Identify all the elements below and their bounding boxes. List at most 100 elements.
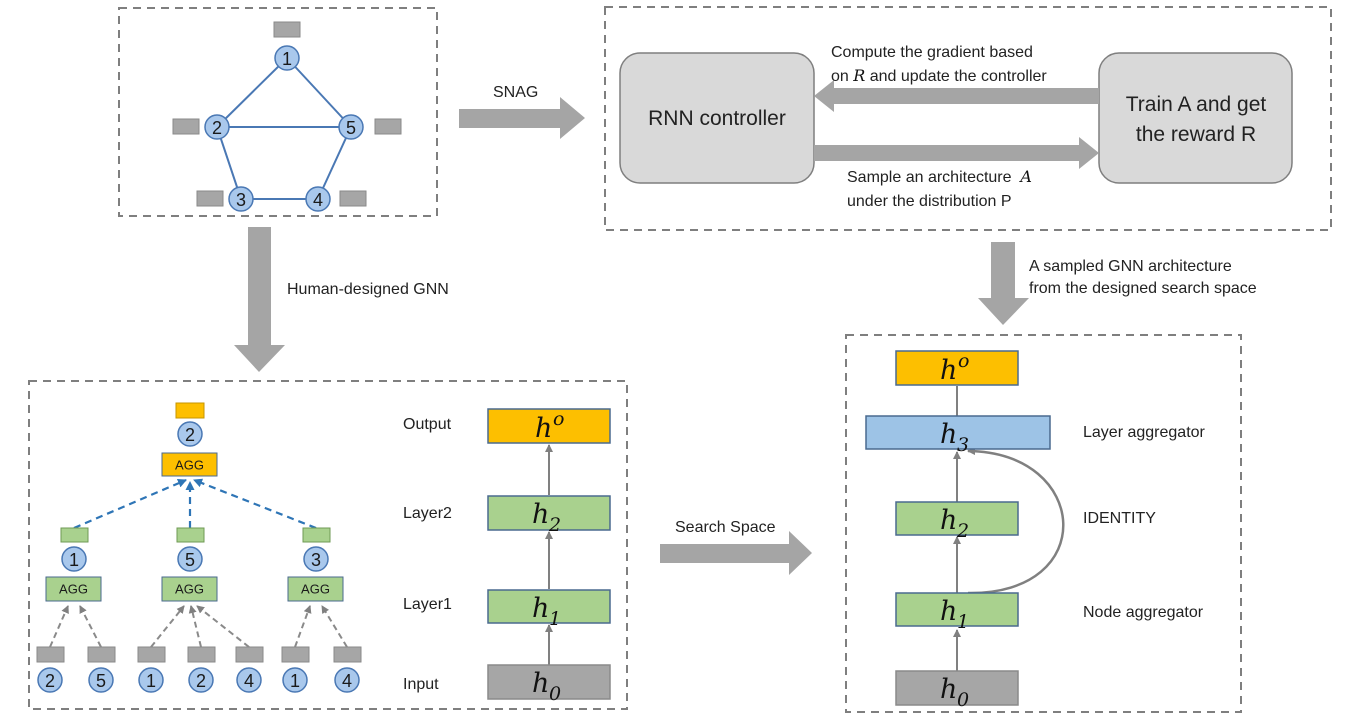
row-label-input: Input bbox=[403, 676, 439, 693]
layer-aggregator-label: Layer aggregator bbox=[1083, 424, 1206, 441]
svg-text:5: 5 bbox=[96, 671, 106, 691]
feature-box bbox=[273, 21, 301, 38]
svg-text:2: 2 bbox=[185, 425, 195, 445]
svg-text:2: 2 bbox=[212, 118, 222, 138]
svg-text:h: h bbox=[940, 505, 957, 536]
sampled-box-0: h 0 bbox=[895, 670, 1019, 711]
svg-text:h: h bbox=[535, 413, 552, 444]
svg-text:1: 1 bbox=[549, 608, 561, 630]
sampled-box-3: h 3 bbox=[865, 415, 1051, 456]
layer-stack: Output Layer2 Layer1 Input h o h 2 h 1 h… bbox=[403, 408, 611, 705]
layer-box-output: h o bbox=[487, 408, 611, 444]
svg-text:AGG: AGG bbox=[59, 582, 88, 597]
human-designed-arrow bbox=[234, 227, 285, 372]
gradient-label-line1: Compute the gradient based bbox=[831, 44, 1033, 61]
node-aggregator-label: Node aggregator bbox=[1083, 604, 1204, 621]
subtree: 5 AGG bbox=[161, 527, 218, 602]
train-label-line2: the reward R bbox=[1136, 123, 1256, 146]
row-label-layer2: Layer2 bbox=[403, 505, 452, 522]
tree-root-node bbox=[177, 421, 203, 447]
svg-text:1: 1 bbox=[69, 550, 79, 570]
leaf: 4 bbox=[235, 646, 264, 693]
svg-text:5: 5 bbox=[346, 118, 356, 138]
graph-node: 4 bbox=[305, 186, 331, 212]
train-reward-box bbox=[1098, 52, 1293, 184]
leaf: 2 bbox=[187, 646, 216, 693]
leaf: 1 bbox=[281, 646, 310, 693]
subtree: 1 AGG bbox=[45, 527, 102, 602]
root-agg-box bbox=[161, 452, 218, 477]
gradient-arrow bbox=[814, 80, 1099, 112]
svg-text:o: o bbox=[958, 350, 969, 372]
sampled-box-2: h 2 bbox=[895, 501, 1019, 542]
svg-text:h: h bbox=[940, 674, 957, 705]
sample-label-line2: under the distribution P bbox=[847, 193, 1012, 210]
graph-node: 1 bbox=[274, 45, 300, 71]
svg-text:AGG: AGG bbox=[301, 582, 330, 597]
svg-text:1: 1 bbox=[290, 671, 300, 691]
svg-text:o: o bbox=[553, 408, 564, 430]
layer-box-1: h 1 bbox=[487, 589, 611, 630]
svg-text:AGG: AGG bbox=[175, 458, 204, 473]
feature-box bbox=[172, 118, 200, 135]
graph-node: 2 bbox=[204, 114, 230, 140]
human-gnn-panel bbox=[28, 380, 628, 710]
leaf: 5 bbox=[87, 646, 116, 693]
leaf: 2 bbox=[36, 646, 65, 693]
row-label-output: Output bbox=[403, 416, 452, 433]
svg-text:1: 1 bbox=[146, 671, 156, 691]
sampled-label-line2: from the designed search space bbox=[1029, 280, 1257, 297]
identity-curve bbox=[967, 447, 1065, 595]
leaf: 1 bbox=[137, 646, 166, 693]
sampled-label-line1: A sampled GNN architecture bbox=[1029, 258, 1232, 275]
sampled-stack: h o h 3 h 2 h 1 h 0 Layer aggregator IDE… bbox=[865, 350, 1206, 711]
layer-box-2: h 2 bbox=[487, 495, 611, 536]
feature-box bbox=[339, 190, 367, 207]
svg-text:3: 3 bbox=[957, 434, 969, 456]
svg-text:3: 3 bbox=[236, 190, 246, 210]
svg-text:h: h bbox=[940, 596, 957, 627]
sample-arrow bbox=[814, 137, 1099, 169]
svg-text:h: h bbox=[940, 419, 957, 450]
svg-text:5: 5 bbox=[185, 550, 195, 570]
leaf: 4 bbox=[333, 646, 362, 693]
svg-text:h: h bbox=[940, 355, 957, 386]
svg-text:1: 1 bbox=[957, 611, 969, 633]
feature-box bbox=[374, 118, 402, 135]
svg-text:3: 3 bbox=[311, 550, 321, 570]
sampled-architecture-panel bbox=[845, 334, 1242, 713]
rnn-controller-box bbox=[619, 52, 815, 184]
svg-text:4: 4 bbox=[313, 190, 323, 210]
svg-text:0: 0 bbox=[549, 683, 561, 705]
layer-box-0: h 0 bbox=[487, 664, 611, 705]
svg-text:4: 4 bbox=[244, 671, 254, 691]
row-label-layer1: Layer1 bbox=[403, 596, 452, 613]
sampled-arrow bbox=[978, 242, 1029, 325]
svg-text:1: 1 bbox=[282, 49, 292, 69]
input-graph: 1 2 5 3 4 bbox=[172, 21, 402, 212]
snag-arrow bbox=[459, 97, 585, 139]
graph-panel bbox=[118, 7, 438, 217]
svg-text:0: 0 bbox=[957, 689, 969, 711]
svg-text:h: h bbox=[532, 593, 549, 624]
search-space-arrow bbox=[660, 531, 812, 575]
svg-text:2: 2 bbox=[196, 671, 206, 691]
human-designed-label: Human-designed GNN bbox=[287, 281, 449, 298]
svg-text:2: 2 bbox=[956, 520, 969, 542]
feature-box bbox=[196, 190, 224, 207]
svg-text:h: h bbox=[532, 668, 549, 699]
snag-label: SNAG bbox=[493, 84, 538, 101]
sample-label-line1: Sample an architecture A bbox=[847, 167, 1032, 186]
graph-node: 3 bbox=[228, 186, 254, 212]
aggregation-tree: 2 AGG 1 AGG 5 AGG 3 AGG bbox=[36, 402, 362, 693]
sampled-box-output: h o bbox=[895, 350, 1019, 386]
svg-text:2: 2 bbox=[45, 671, 55, 691]
sampled-box-1: h 1 bbox=[895, 592, 1019, 633]
rnn-controller-label: RNN controller bbox=[648, 107, 786, 130]
svg-text:h: h bbox=[532, 499, 549, 530]
svg-text:AGG: AGG bbox=[175, 582, 204, 597]
svg-text:2: 2 bbox=[548, 514, 561, 536]
output-feature-box bbox=[175, 402, 205, 419]
identity-label: IDENTITY bbox=[1083, 510, 1156, 527]
